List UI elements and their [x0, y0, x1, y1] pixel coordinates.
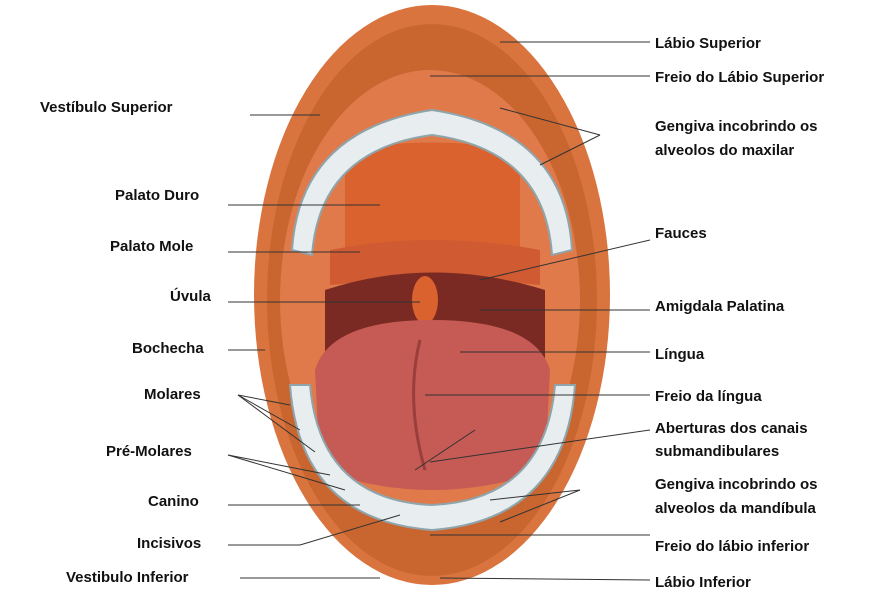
label-uvula: Úvula [170, 286, 211, 308]
label-vestibulo-inferior: Vestibulo Inferior [66, 567, 189, 589]
label-aberturas-line1: Aberturas dos canais [655, 418, 808, 440]
label-freio-labio-inferior: Freio do lábio inferior [655, 536, 809, 558]
label-gengiva-maxilar-line2: alveolos do maxilar [655, 140, 794, 162]
leader-labio-inferior [440, 578, 650, 580]
label-vestibulo-superior: Vestíbulo Superior [40, 97, 173, 119]
label-labio-superior: Lábio Superior [655, 33, 761, 55]
label-lingua: Língua [655, 344, 704, 366]
label-bochecha: Bochecha [132, 338, 204, 360]
label-palato-duro: Palato Duro [115, 185, 199, 207]
label-fauces: Fauces [655, 223, 707, 245]
uvula [412, 276, 438, 324]
label-gengiva-mandibula-line1: Gengiva incobrindo os [655, 474, 818, 496]
label-gengiva-maxilar-line1: Gengiva incobrindo os [655, 116, 818, 138]
label-freio-labio-superior: Freio do Lábio Superior [655, 67, 824, 89]
label-palato-mole: Palato Mole [110, 236, 193, 258]
label-pre-molares: Pré-Molares [106, 441, 192, 463]
label-labio-inferior: Lábio Inferior [655, 572, 751, 594]
label-freio-lingua: Freio da língua [655, 386, 762, 408]
label-canino: Canino [148, 491, 199, 513]
label-incisivos: Incisivos [137, 533, 201, 555]
label-gengiva-mandibula-line2: alveolos da mandíbula [655, 498, 816, 520]
tongue [315, 320, 550, 490]
label-amigdala-palatina: Amigdala Palatina [655, 296, 784, 318]
label-aberturas-line2: submandibulares [655, 441, 779, 463]
label-molares: Molares [144, 384, 201, 406]
